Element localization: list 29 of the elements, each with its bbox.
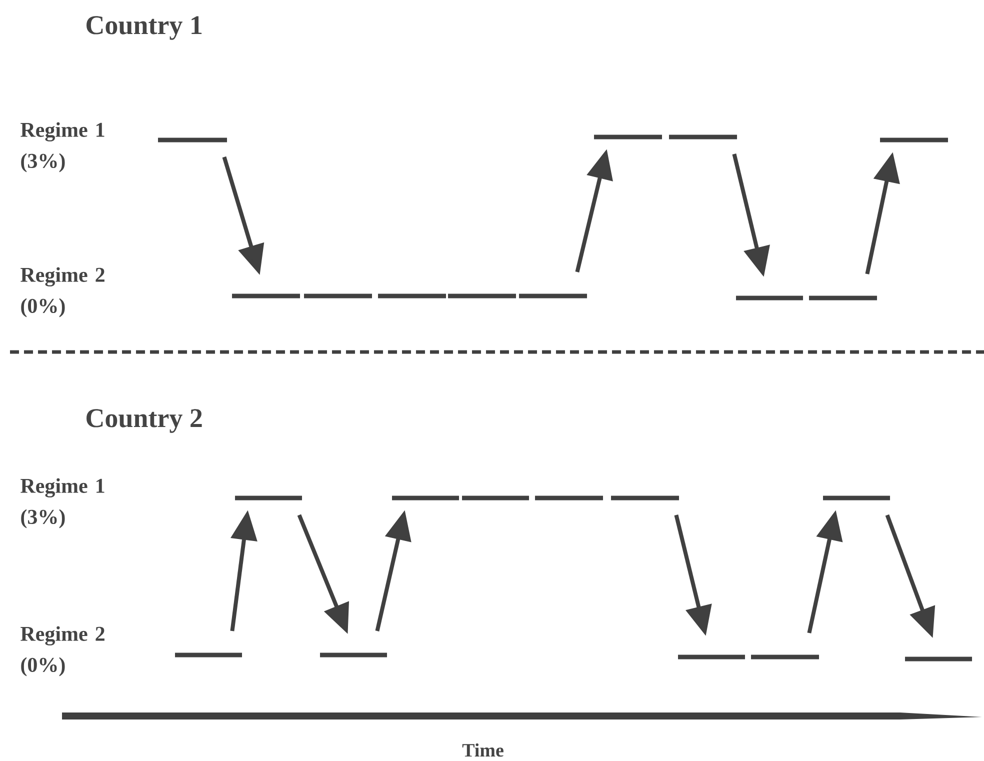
regime-label: Regime 2 (0%) (20, 626, 104, 676)
axis-label: Time (462, 743, 504, 757)
regime-bar (392, 496, 459, 500)
regime-bar (678, 654, 745, 660)
regime-bar (669, 134, 737, 140)
regime-bar (823, 496, 890, 500)
panel-heading: Country 1 (86, 16, 202, 40)
panel-heading: Country 2 (86, 409, 202, 433)
regime-bar (304, 294, 372, 298)
regime-label: Regime 1 (3%) (20, 478, 104, 528)
regime-label: Regime 1 (3%) (20, 122, 104, 172)
regime-bar (175, 652, 242, 658)
regime-bar (519, 294, 587, 298)
regime-bar (751, 654, 819, 660)
regime-bar (462, 496, 529, 500)
regime-bar (736, 296, 803, 300)
regime-bar (535, 496, 603, 500)
regime-bar (594, 134, 662, 140)
regime-bar (320, 652, 387, 658)
regime-label: Regime 2 (0%) (20, 267, 104, 318)
regime-bar (611, 496, 679, 500)
regime-bar (378, 294, 446, 298)
regime-bar (448, 294, 516, 298)
regime-bar (809, 296, 877, 300)
regime-bar (905, 656, 972, 662)
regime-bar (232, 294, 300, 298)
regime-bar (158, 138, 227, 142)
regime-bar (880, 138, 948, 142)
regime-bar (235, 496, 302, 500)
